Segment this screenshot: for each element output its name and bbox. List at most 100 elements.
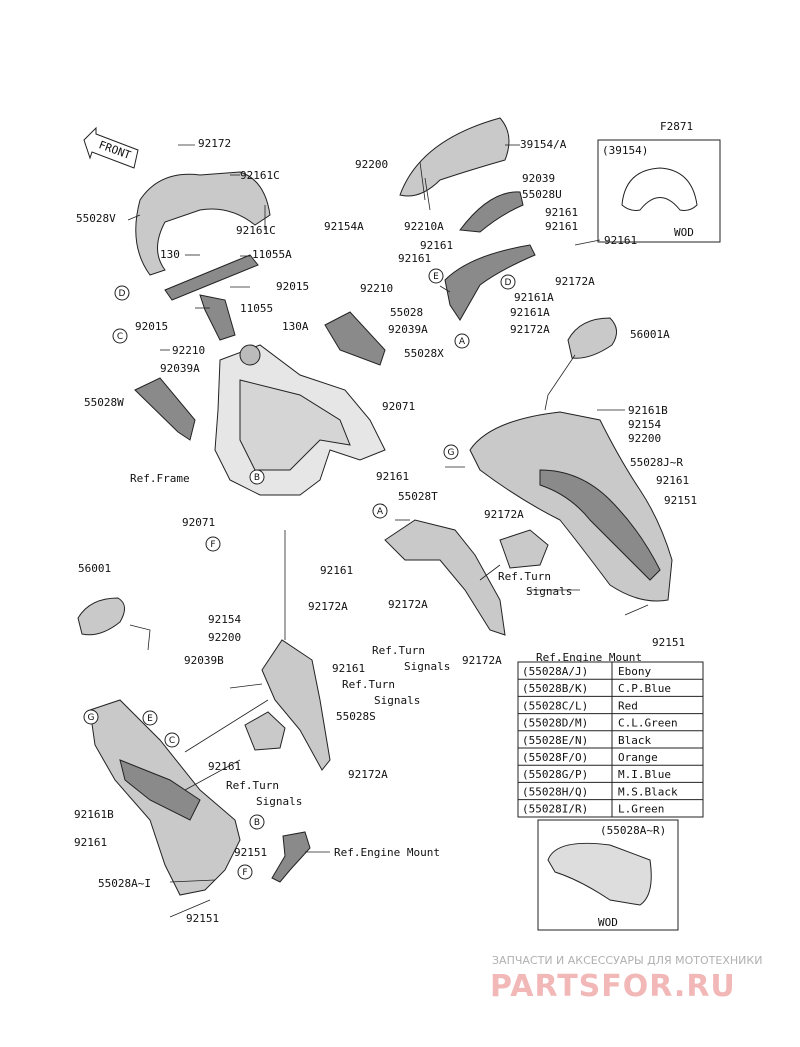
table-color-cell: Ebony xyxy=(618,665,651,678)
inset-cowl: (55028A~R) WOD xyxy=(537,819,679,931)
front-arrow: FRONT xyxy=(83,126,139,169)
label-92161-h: 92161 xyxy=(320,564,353,577)
label-92161A-b: 92161A xyxy=(510,306,550,319)
watermark-tagline: ЗАПЧАСТИ И АКСЕССУАРЫ ДЛЯ МОТОТЕХНИКИ xyxy=(492,954,762,967)
label-92015-b: 92015 xyxy=(135,320,168,333)
panel-55028X xyxy=(324,311,386,366)
label-ref-engine-1: Ref.Engine Mount xyxy=(536,651,642,664)
label-56001: 56001 xyxy=(78,562,111,575)
label-92161-j: 92161 xyxy=(208,760,241,773)
inner-panel-55028S xyxy=(261,639,331,771)
label-92039: 92039 xyxy=(522,172,555,185)
label-92015-a: 92015 xyxy=(276,280,309,293)
label-92172A-f: 92172A xyxy=(462,654,502,667)
label-ref-turn-3b: Signals xyxy=(374,694,420,707)
table-code-cell: (55028B/K) xyxy=(522,682,588,695)
label-ref-engine-2: Ref.Engine Mount xyxy=(334,846,440,859)
label-55028S: 55028S xyxy=(336,710,376,723)
label-92172A-a: 92172A xyxy=(555,275,595,288)
steering-head xyxy=(239,344,261,366)
label-92151-b: 92151 xyxy=(652,636,685,649)
label-11055A: 11055A xyxy=(252,248,292,261)
mirror-stem-left xyxy=(129,624,151,651)
label-92210A: 92210A xyxy=(404,220,444,233)
label-92172A-d: 92172A xyxy=(388,598,428,611)
callout-D-2: D xyxy=(505,278,512,288)
label-92161-e: 92161 xyxy=(398,252,431,265)
label-92161A-a: 92161A xyxy=(514,291,554,304)
inset-windshield: (39154) WOD xyxy=(597,139,721,243)
label-92172A-c: 92172A xyxy=(484,508,524,521)
engine-mount-bracket xyxy=(271,831,311,883)
label-92154-a: 92154 xyxy=(628,418,661,431)
figure-code: F2871 xyxy=(660,120,693,133)
table-color-cell: M.I.Blue xyxy=(618,768,671,781)
mirror-stem-right xyxy=(544,354,576,411)
label-92161-i: 92161 xyxy=(332,662,365,675)
label-ref-turn-2b: Signals xyxy=(404,660,450,673)
table-color-cell: C.P.Blue xyxy=(618,682,671,695)
callout-A-2: A xyxy=(377,507,384,517)
label-92161-g: 92161 xyxy=(656,474,689,487)
label-92172A-e: 92172A xyxy=(308,600,348,613)
label-92151-c: 92151 xyxy=(234,846,267,859)
stay-11055A xyxy=(164,254,259,301)
label-55028V: 55028V xyxy=(76,212,116,225)
table-code-cell: (55028F/O) xyxy=(522,751,588,764)
table-code-cell: (55028C/L) xyxy=(522,699,588,712)
label-ref-frame: Ref.Frame xyxy=(130,472,190,485)
label-ref-turn-4b: Signals xyxy=(256,795,302,808)
callout-C-2: C xyxy=(169,736,175,746)
label-55028AI: 55028A~I xyxy=(98,877,151,890)
table-code-cell: (55028A/J) xyxy=(522,665,588,678)
table-color-cell: Black xyxy=(618,734,651,747)
callout-B: B xyxy=(254,473,260,483)
label-92154-b: 92154 xyxy=(208,613,241,626)
inset-bottom-code: (55028A~R) xyxy=(600,824,666,837)
label-130: 130 xyxy=(160,248,180,261)
label-55028T: 55028T xyxy=(398,490,438,503)
callout-A: A xyxy=(459,337,466,347)
windshield-outline xyxy=(621,167,698,211)
table-code-cell: (55028D/M) xyxy=(522,717,588,730)
turn-signal-left xyxy=(244,711,286,751)
label-ref-turn-1a: Ref.Turn xyxy=(498,570,551,583)
inset-top-code: (39154) xyxy=(602,144,648,157)
label-92200-c: 92200 xyxy=(208,631,241,644)
label-92210-a: 92210 xyxy=(172,344,205,357)
table-color-cell: M.S.Black xyxy=(618,785,678,798)
callout-E-2: E xyxy=(147,714,153,724)
table-color-cell: L.Green xyxy=(618,803,664,816)
label-11055: 11055 xyxy=(240,302,273,315)
label-92161B-a: 92161B xyxy=(628,404,668,417)
label-92172A-b: 92172A xyxy=(510,323,550,336)
callout-D: D xyxy=(119,289,126,299)
mirror-bracket-right xyxy=(444,244,536,321)
inset-bottom-note: WOD xyxy=(598,916,618,929)
label-ref-turn-3a: Ref.Turn xyxy=(342,678,395,691)
stay-11055 xyxy=(199,294,236,341)
label-92154A: 92154A xyxy=(324,220,364,233)
callout-F: F xyxy=(210,540,215,550)
table-color-cell: C.L.Green xyxy=(618,717,678,730)
frame-inner xyxy=(239,379,351,471)
label-92039A-b: 92039A xyxy=(388,323,428,336)
label-92161-c: 92161 xyxy=(420,239,453,252)
watermark: ЗАПЧАСТИ И АКСЕССУАРЫ ДЛЯ МОТОТЕХНИКИ PA… xyxy=(490,954,762,1004)
label-92161-b: 92161 xyxy=(545,220,578,233)
mirror-56001 xyxy=(77,597,125,636)
callout-F-2: F xyxy=(242,868,247,878)
label-ref-turn-4a: Ref.Turn xyxy=(226,779,279,792)
label-92161-d: 92161 xyxy=(604,234,637,247)
callout-G-2: G xyxy=(88,713,95,723)
table-code-cell: (55028G/P) xyxy=(522,768,588,781)
label-92161B-b: 92161B xyxy=(74,808,114,821)
label-92161C-b: 92161C xyxy=(236,224,276,237)
panel-55028W xyxy=(134,377,196,441)
label-55028X: 55028X xyxy=(404,347,444,360)
label-92161-f: 92161 xyxy=(376,470,409,483)
table-code-cell: (55028E/N) xyxy=(522,734,588,747)
label-92151-a: 92151 xyxy=(664,494,697,507)
mirror-56001A xyxy=(567,317,617,359)
